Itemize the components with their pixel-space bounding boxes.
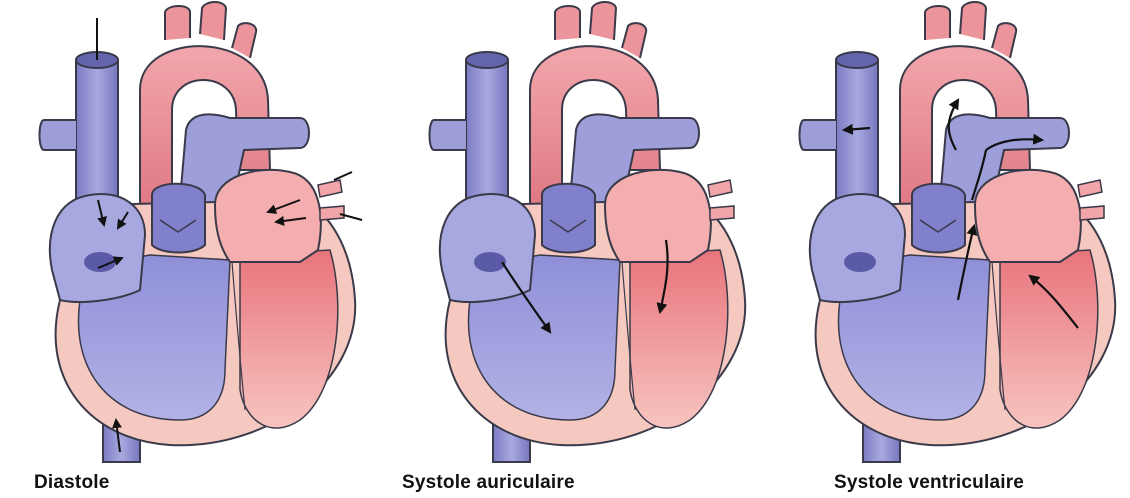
heart-diagram-systole-ventriculaire xyxy=(760,0,1130,470)
panel-systole-ventriculaire: Systole ventriculaire xyxy=(760,0,1130,498)
panel-systole-auriculaire: Systole auriculaire xyxy=(390,0,766,498)
heart-diagram-diastole xyxy=(0,0,376,470)
caption-diastole: Diastole xyxy=(34,472,110,494)
flow-arrow-pv-1 xyxy=(334,172,352,180)
caption-systole-auriculaire: Systole auriculaire xyxy=(402,472,575,494)
heart-diagram-systole-auriculaire xyxy=(390,0,766,470)
caption-systole-ventriculaire: Systole ventriculaire xyxy=(834,472,1024,494)
panel-diastole: Diastole xyxy=(0,0,376,498)
